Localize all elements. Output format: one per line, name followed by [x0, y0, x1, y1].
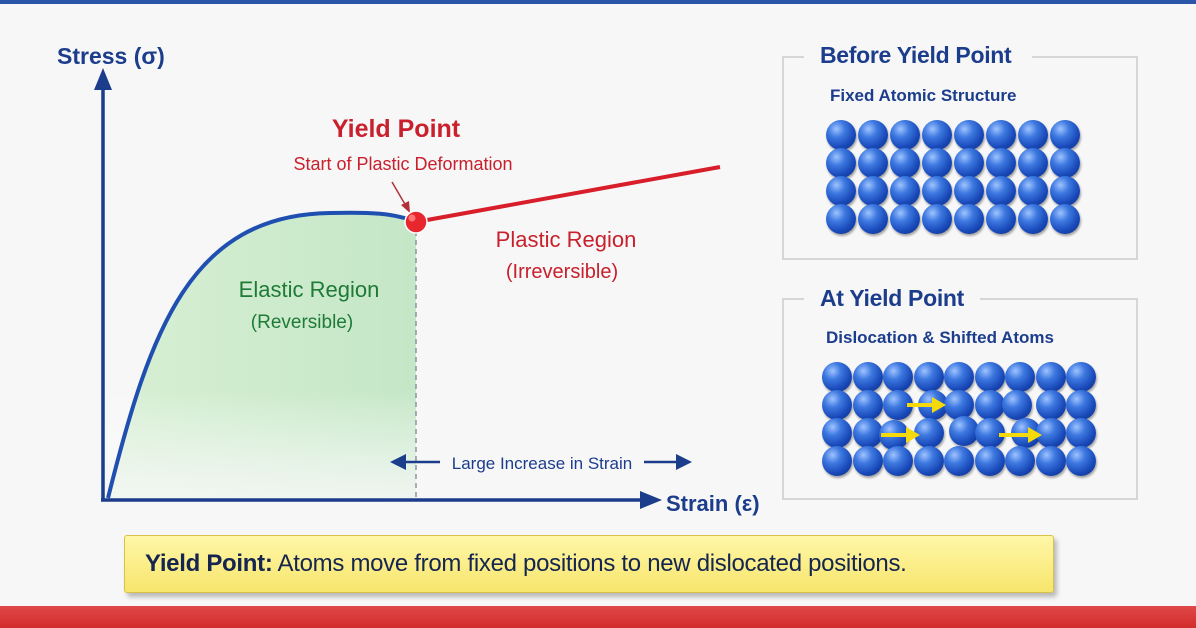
- at-yield-panel: [782, 298, 1138, 500]
- atom: [826, 120, 856, 150]
- elastic-region-sub: (Reversible): [251, 312, 353, 333]
- atom: [852, 446, 883, 476]
- atom: [986, 176, 1016, 206]
- atom: [986, 148, 1016, 178]
- before-yield-subtitle: Fixed Atomic Structure: [830, 86, 1017, 105]
- atom: [944, 362, 974, 392]
- strain-arrow-left-head: [390, 454, 406, 470]
- atom: [922, 176, 952, 206]
- fixed-atom-lattice: [826, 120, 1086, 240]
- yield-point-title: Yield Point: [332, 115, 461, 143]
- atom: [852, 418, 883, 448]
- atom: [1050, 120, 1080, 150]
- atom: [826, 148, 856, 178]
- yield-point-subtitle: Start of Plastic Deformation: [293, 154, 512, 174]
- atom: [822, 390, 852, 420]
- atom: [1066, 362, 1096, 392]
- atom: [922, 120, 952, 150]
- y-axis-label: Stress (σ): [57, 43, 165, 69]
- elastic-region-label: Elastic Region: [239, 277, 380, 302]
- atom: [1066, 446, 1096, 476]
- x-axis-arrowhead: [640, 491, 662, 509]
- atom: [1066, 390, 1096, 420]
- at-yield-subtitle: Dislocation & Shifted Atoms: [826, 328, 1054, 347]
- bottom-band: [0, 606, 1196, 628]
- atom: [913, 418, 944, 448]
- atom: [949, 416, 979, 446]
- atom: [922, 148, 952, 178]
- atom: [822, 446, 852, 476]
- top-border: [0, 0, 1196, 4]
- x-axis-label: Strain (ε): [666, 491, 760, 516]
- atom: [913, 446, 944, 476]
- atom: [890, 120, 920, 150]
- atom: [954, 148, 984, 178]
- atom: [913, 362, 944, 392]
- atom: [1066, 418, 1096, 448]
- atom: [1005, 362, 1035, 392]
- atom: [1035, 418, 1066, 448]
- atom: [944, 390, 974, 420]
- atom: [922, 204, 952, 234]
- atom: [858, 176, 888, 206]
- atom: [1018, 120, 1048, 150]
- atom: [1035, 446, 1066, 476]
- atom: [858, 204, 888, 234]
- atom: [954, 204, 984, 234]
- atom: [852, 390, 883, 420]
- atom: [1018, 148, 1048, 178]
- yellow-right-arrow-icon: [999, 427, 1042, 443]
- atom: [822, 362, 852, 392]
- atom: [883, 446, 913, 476]
- yellow-right-arrow-icon: [907, 397, 946, 413]
- callout-text: Yield Point: Atoms move from fixed posit…: [145, 550, 907, 578]
- atom: [1035, 390, 1066, 420]
- atom: [822, 418, 852, 448]
- atom: [974, 390, 1005, 420]
- elastic-curve: [106, 210, 417, 499]
- atom: [974, 362, 1005, 392]
- atom: [1018, 176, 1048, 206]
- atom: [1002, 390, 1032, 420]
- atom: [974, 446, 1005, 476]
- callout-bold-label: Yield Point:: [145, 550, 273, 577]
- atom: [1050, 204, 1080, 234]
- before-yield-panel: [782, 56, 1138, 260]
- atom: [858, 120, 888, 150]
- yellow-right-arrow-icon: [881, 427, 920, 443]
- strain-arrow-label: Large Increase in Strain: [452, 454, 633, 473]
- before-yield-title: Before Yield Point: [820, 42, 1012, 68]
- atom: [826, 204, 856, 234]
- atom: [986, 120, 1016, 150]
- yield-point-callout: Yield Point: Atoms move from fixed posit…: [124, 535, 1054, 593]
- atom: [890, 204, 920, 234]
- atom: [1050, 176, 1080, 206]
- callout-body: Atoms move from fixed positions to new d…: [272, 550, 907, 577]
- atom: [954, 120, 984, 150]
- dislocated-atom-lattice: [822, 362, 1102, 482]
- atom: [883, 362, 913, 392]
- at-yield-title: At Yield Point: [820, 285, 965, 311]
- atom: [852, 362, 883, 392]
- atom: [858, 148, 888, 178]
- yield-pointer: [391, 181, 407, 207]
- atom: [1018, 204, 1048, 234]
- atom: [890, 148, 920, 178]
- yield-point-marker: [404, 210, 428, 234]
- atom: [954, 176, 984, 206]
- plastic-line: [415, 165, 721, 224]
- atom: [1005, 446, 1035, 476]
- atom: [1050, 148, 1080, 178]
- atom: [944, 446, 974, 476]
- plastic-region-label: Plastic Region: [496, 227, 637, 252]
- atom: [890, 176, 920, 206]
- atom: [1035, 362, 1066, 392]
- plastic-region-sub: (Irreversible): [506, 261, 618, 283]
- atom: [986, 204, 1016, 234]
- y-axis-arrowhead: [94, 68, 112, 90]
- strain-arrow-right-head: [676, 454, 692, 470]
- atom: [826, 176, 856, 206]
